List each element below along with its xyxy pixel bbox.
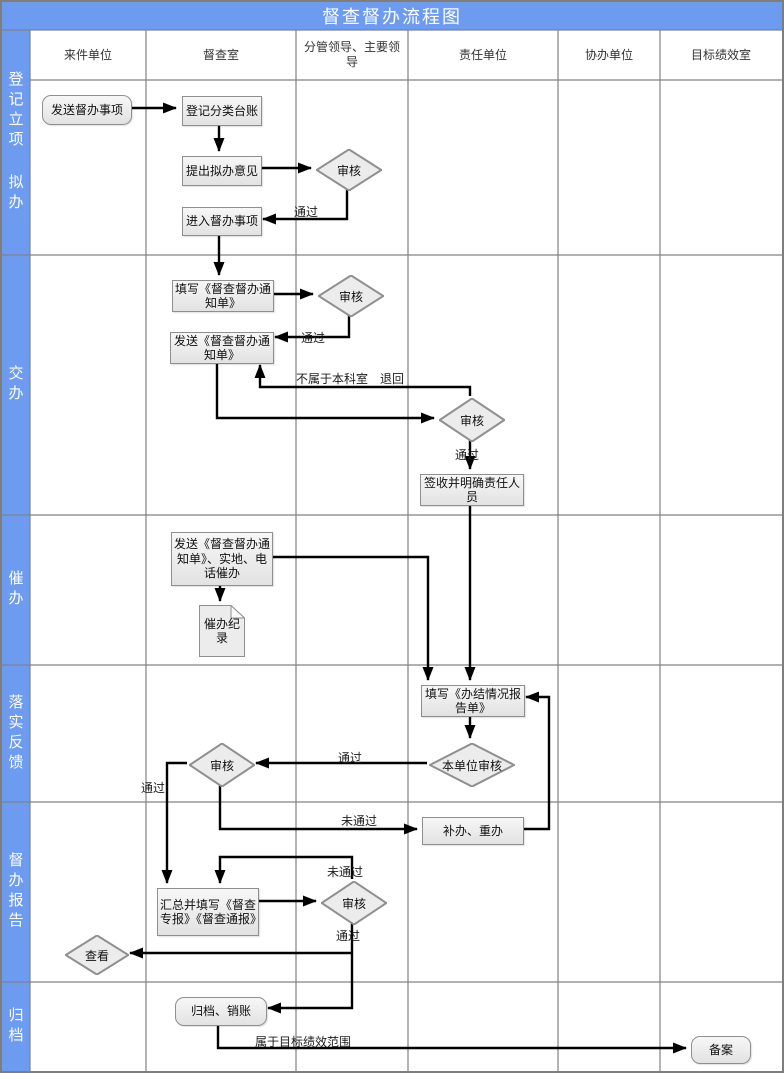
- edge-label-pass-review4: 通过: [141, 781, 166, 795]
- column-header-laijiandanwei: 来件单位: [30, 30, 146, 80]
- node-review-4: 审核: [189, 743, 255, 787]
- node-review-5: 审核: [321, 881, 387, 925]
- column-header-fenguanlingdao: 分管领导、主要领导: [296, 30, 408, 80]
- node-filing: 备案: [691, 1036, 751, 1064]
- diamond-label: 审核: [338, 289, 363, 304]
- row-label-luoshifankui: 落实反馈: [2, 665, 30, 802]
- row-label-cuiban: 催办: [2, 515, 30, 665]
- row-label-dengjilixiang: 登记立项 拟办: [2, 30, 30, 255]
- node-send-notice: 发送《督查督办通知单》: [170, 332, 274, 364]
- node-propose-opinion: 提出拟办意见: [182, 156, 262, 186]
- column-header-mubiaojixiaoshi: 目标绩效室: [660, 30, 782, 80]
- edge-label-pass-review3: 通过: [455, 448, 480, 462]
- node-unit-review: 本单位审核: [429, 743, 515, 787]
- node-sign-and-assign: 签收并明确责任人员: [420, 474, 524, 506]
- row-label-text: 归档: [6, 1006, 25, 1047]
- diamond-label: 审核: [336, 163, 361, 178]
- edge-label-pass-unit-review: 通过: [338, 751, 363, 765]
- node-fill-notice: 填写《督查督办通知单》: [172, 280, 274, 312]
- node-view: 查看: [65, 935, 129, 975]
- node-review-1: 审核: [316, 149, 382, 191]
- edge-label-fail-review5: 未通过: [327, 865, 364, 879]
- row-label-text: 督办报告: [6, 852, 25, 932]
- document-shape: [199, 605, 245, 657]
- diamond-label: 审核: [341, 896, 366, 911]
- node-archive: 归档、销账: [175, 997, 267, 1026]
- column-header-zerendanwei: 责任单位: [408, 30, 558, 80]
- row-label-text: 交办: [6, 365, 25, 405]
- node-redo: 补办、重办: [422, 817, 524, 845]
- edge-label-pass-review2: 通过: [301, 331, 326, 345]
- edge-label-pass-review1: 通过: [294, 205, 319, 219]
- diamond-label: 审核: [459, 413, 484, 428]
- node-review-2: 审核: [318, 275, 384, 317]
- node-review-3: 审核: [439, 398, 505, 442]
- node-urge: 发送《督查督办通知单》、实地、电话催办: [171, 532, 273, 586]
- row-label-text: 催办: [6, 570, 25, 610]
- edge-label-pass-review5: 通过: [336, 929, 361, 943]
- edge-label-scope-note: 属于目标绩效范围: [255, 1035, 352, 1049]
- row-label-jiaoban: 交办: [2, 255, 30, 515]
- node-send-supervision-item: 发送督办事项: [42, 95, 132, 125]
- diamond-label: 审核: [209, 758, 234, 773]
- node-summarize-reports: 汇总并填写《督查专报》《督查通报》: [157, 888, 262, 936]
- node-fill-completion-report: 填写《办结情况报告单》: [421, 685, 525, 717]
- column-header-duchashi: 督查室: [146, 30, 296, 80]
- page-title: 督查督办流程图: [2, 2, 782, 30]
- edge-label-return-note: 不属于本科室 退回: [296, 372, 405, 386]
- column-header-xiebandanwei: 协办单位: [558, 30, 660, 80]
- node-enter-supervision-item: 进入督办事项: [182, 207, 262, 236]
- diamond-shape: [318, 275, 384, 317]
- diamond-label: 查看: [84, 948, 109, 963]
- document-label: 催办纪录: [203, 616, 240, 645]
- diamond-shape: [65, 935, 129, 975]
- row-label-text: 登记立项 拟办: [6, 71, 25, 214]
- diamond-shape: [321, 881, 387, 925]
- diamond-shape: [429, 743, 515, 787]
- row-label-guidang: 归档: [2, 982, 30, 1071]
- diamond-shape: [439, 398, 505, 442]
- node-urge-record-document: 催办纪录: [199, 605, 245, 657]
- edge-label-fail-review4: 未通过: [341, 814, 378, 828]
- row-label-dubanbaogao: 督办报告: [2, 802, 30, 982]
- diamond-shape: [316, 149, 382, 191]
- row-label-text: 落实反馈: [6, 693, 25, 774]
- diamond-label: 本单位审核: [441, 758, 502, 773]
- node-register-ledger: 登记分类台账: [182, 96, 262, 126]
